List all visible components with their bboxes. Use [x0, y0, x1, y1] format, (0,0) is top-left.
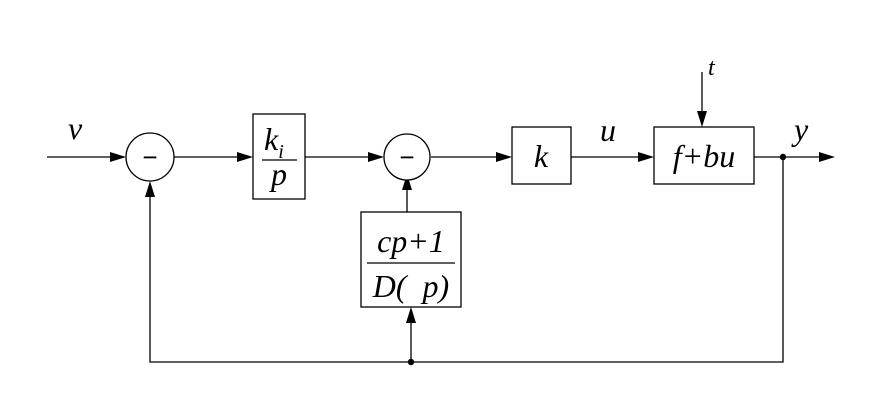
feedback-filter-denominator: D( p) — [372, 268, 449, 304]
wire-outer-feedback — [149, 157, 784, 363]
integrator-numerator: ki — [264, 121, 284, 163]
summing-junction-1 — [125, 132, 175, 182]
arrowhead-into-sum2 — [368, 152, 384, 162]
arrowhead-into-plant — [638, 152, 654, 162]
arrowhead-into-filter — [406, 307, 416, 323]
branch-dot-output — [779, 153, 787, 161]
arrowhead-filter-to-sum2 — [402, 174, 412, 190]
integrator-block — [252, 113, 306, 200]
arrowhead-into-sum1 — [110, 152, 126, 162]
summing-junction-2 — [383, 133, 431, 181]
arrowhead-into-gain — [496, 152, 512, 162]
signal-label-v: v — [68, 110, 83, 146]
arrowhead-output — [819, 152, 835, 162]
integrator-denominator: p — [269, 156, 287, 192]
arrowhead-into-integrator — [237, 152, 253, 162]
feedback-filter-numerator: cp+1 — [377, 223, 445, 259]
feedback-filter-block — [360, 211, 462, 308]
signal-label-u: u — [600, 112, 616, 148]
arrowhead-disturbance — [697, 111, 707, 127]
integrator-numerator-subscript: i — [278, 141, 284, 163]
plant-label: f+bu — [673, 138, 735, 174]
signal-label-t: t — [708, 55, 716, 81]
gain-label: k — [534, 138, 549, 174]
branch-dot-feedback — [407, 358, 415, 366]
arrowhead-outer-feedback — [145, 181, 155, 197]
plant-block — [653, 126, 755, 185]
gain-block — [511, 126, 572, 185]
summing-junction-2-sign: − — [399, 142, 414, 172]
summing-junction-1-sign: − — [142, 142, 157, 172]
signal-label-y: y — [791, 111, 809, 147]
